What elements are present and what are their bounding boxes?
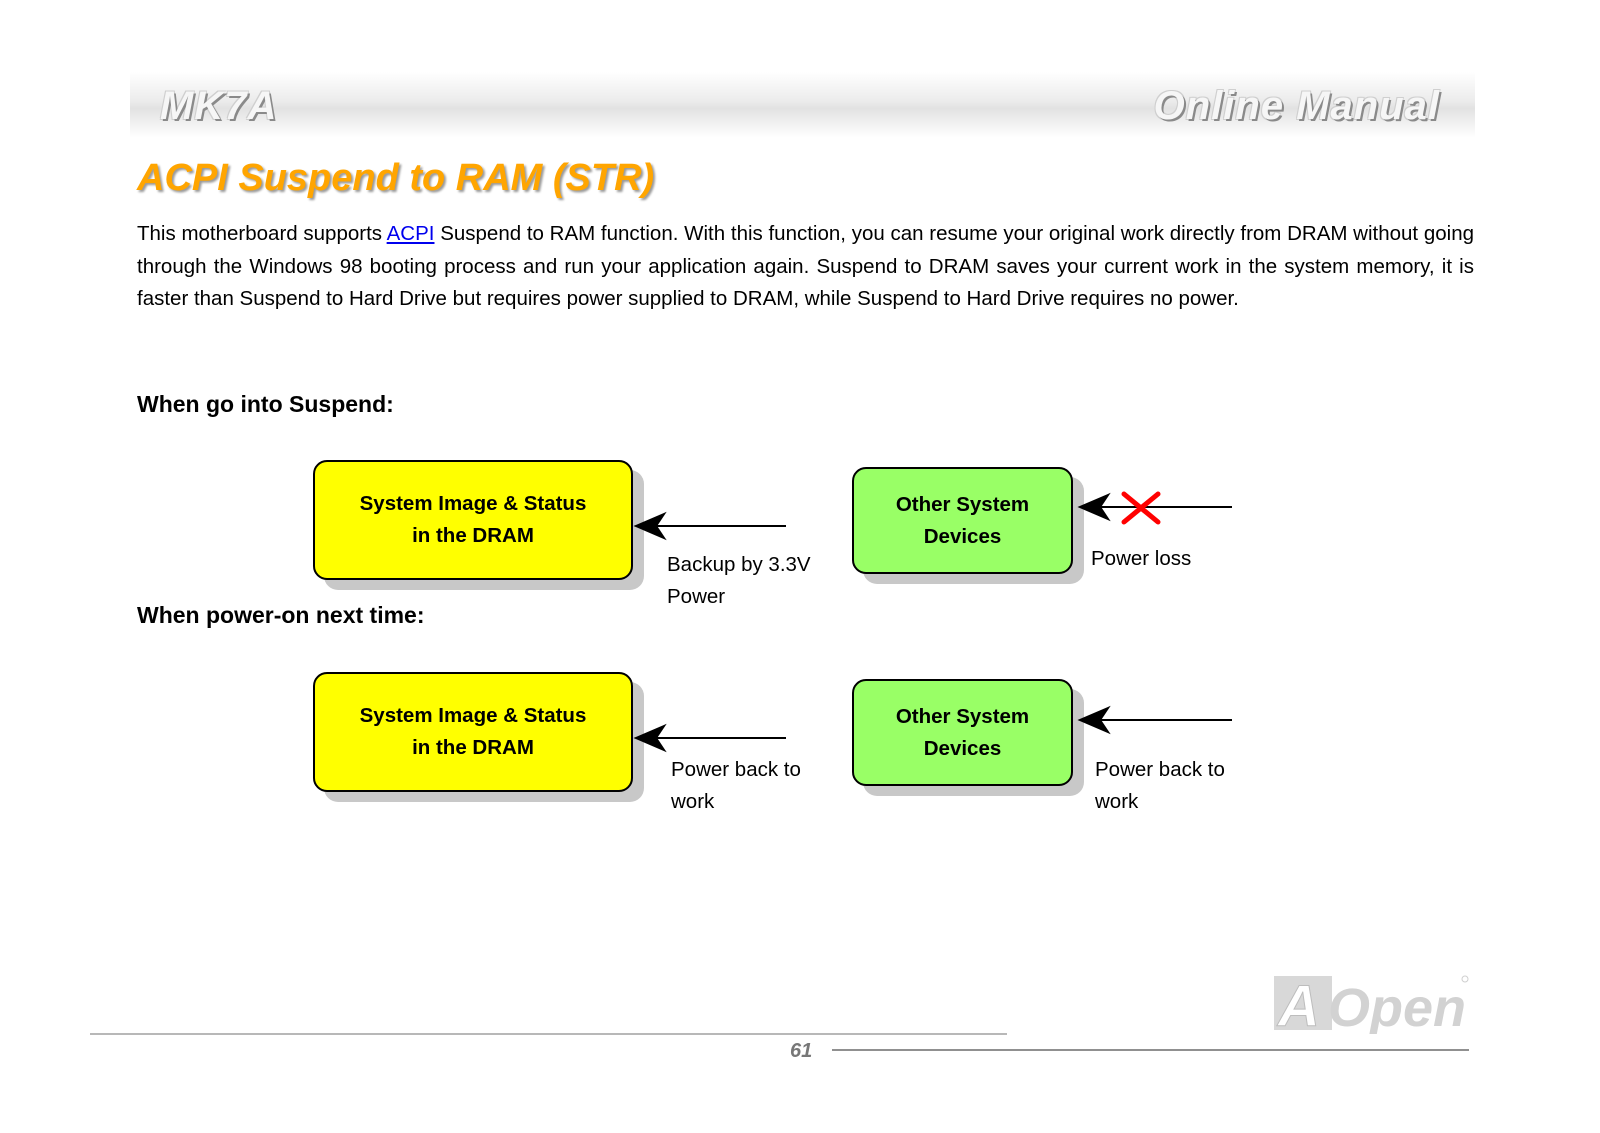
suspend-heading: When go into Suspend: [137, 391, 394, 417]
poweron-devices-arrow [1077, 705, 1232, 735]
suspend-dram-caption-line1: Backup by 3.3V [667, 553, 811, 576]
suspend-devices-box: Other System Devices [852, 467, 1073, 574]
poweron-dram-arrow [633, 723, 786, 753]
aopen-logo-open: Open [1328, 978, 1466, 1034]
acpi-link[interactable]: ACPI [386, 222, 435, 245]
suspend-devices-caption: Power loss [1091, 547, 1192, 570]
suspend-devices-arrow [1077, 492, 1232, 522]
poweron-devices-box-line1: Other System [895, 704, 1030, 728]
power-loss-cross-icon [1121, 491, 1161, 525]
suspend-dram-box-line1: System Image & Status [359, 492, 587, 515]
suspend-dram-box: System Image & Status in the DRAM [313, 460, 633, 580]
footer-rule-right [832, 1049, 1469, 1051]
intro-text-before-link: This motherboard supports [137, 222, 387, 245]
page-title: ACPI Suspend to RAM (STR) [137, 157, 655, 199]
suspend-devices-box-line1: Other System [895, 492, 1030, 516]
poweron-dram-box-line2: in the DRAM [412, 736, 534, 759]
poweron-dram-box-line1: System Image & Status [359, 704, 587, 727]
poweron-devices-caption-line2: work [1095, 790, 1139, 813]
header-brand-right: Online Manual [1153, 84, 1440, 128]
suspend-dram-arrow [633, 511, 786, 541]
poweron-dram-box: System Image & Status in the DRAM [313, 672, 633, 792]
poweron-dram-caption: Power back to work [671, 754, 801, 818]
footer-rule-left [90, 1033, 1007, 1035]
suspend-devices-box-line2: Devices [923, 524, 1002, 548]
poweron-dram-caption-line1: Power back to [671, 758, 801, 781]
aopen-logo: A Open [1274, 974, 1469, 1034]
poweron-devices-caption-line1: Power back to [1095, 758, 1225, 781]
header-brand-left: MK7A [160, 84, 278, 128]
poweron-devices-caption: Power back to work [1095, 754, 1225, 818]
poweron-dram-caption-line2: work [671, 790, 715, 813]
poweron-devices-box: Other System Devices [852, 679, 1073, 786]
suspend-dram-box-line2: in the DRAM [412, 524, 534, 547]
header-band [130, 72, 1475, 138]
intro-paragraph: This motherboard supports ACPI Suspend t… [137, 218, 1474, 316]
intro-text-after-link: Suspend to RAM function. With this funct… [137, 222, 1474, 310]
suspend-dram-caption-line2: Power [667, 585, 726, 608]
page-number: 61 [790, 1040, 813, 1062]
aopen-logo-a: A [1276, 974, 1320, 1034]
poweron-heading: When power-on next time: [137, 602, 425, 628]
suspend-dram-caption: Backup by 3.3V Power [667, 549, 811, 613]
poweron-devices-box-line2: Devices [923, 736, 1002, 760]
